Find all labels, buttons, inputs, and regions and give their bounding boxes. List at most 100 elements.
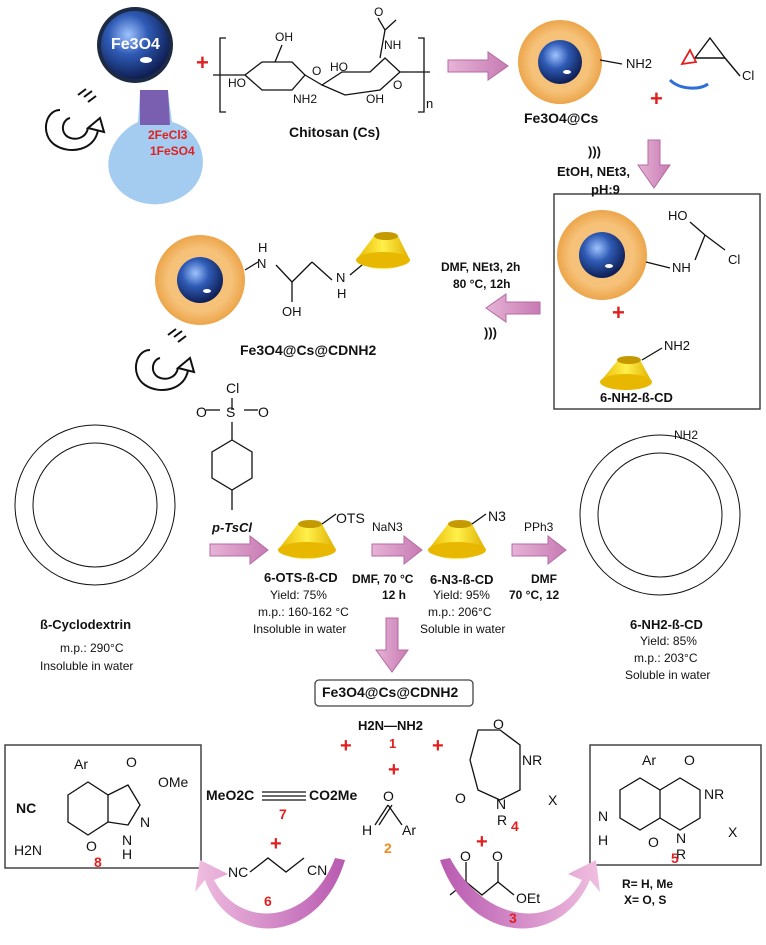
num-5: 5: [671, 850, 679, 866]
p5-r: R: [676, 846, 687, 862]
tscl-cl: Cl: [226, 380, 240, 396]
plus-icon: +: [432, 735, 444, 757]
epichlorohydrin-structure: [693, 36, 741, 77]
flask-label-1: 2FeCl3: [148, 128, 188, 142]
ald-o: O: [383, 788, 394, 804]
chitosan-nh2: NH2: [293, 92, 318, 106]
ald-ar: Ar: [402, 822, 416, 838]
cat-n1: N: [257, 256, 267, 271]
barb-o2: O: [455, 790, 466, 806]
chitosan-structure: [213, 17, 430, 113]
nanoparticle-icon: [557, 210, 647, 300]
keto-oet: OEt: [516, 890, 541, 906]
barb-n: N: [496, 796, 507, 812]
nh2cd-mp: m.p.: 203°C: [634, 651, 698, 665]
legend-r: R= H, Me: [622, 877, 674, 891]
int-ho: HO: [668, 208, 688, 223]
cat-n2: N: [336, 270, 346, 285]
fe3o4-cs-label: Fe3O4@Cs: [524, 110, 599, 126]
nan3-cond1: DMF, 70 °C: [352, 572, 414, 586]
keto-o1: O: [460, 848, 471, 864]
p8-ome: OMe: [158, 774, 189, 790]
fe3o4-label: Fe3O4: [111, 36, 160, 53]
pph3-reagent: PPh3: [524, 520, 554, 534]
nh2-cyclodextrin-structure: [579, 434, 741, 596]
dmad-right: CO2Me: [309, 787, 358, 803]
int-cl: Cl: [728, 252, 741, 267]
n3-yield: Yield: 95%: [433, 588, 490, 602]
pph3-cond2: 70 °C, 12: [509, 588, 560, 602]
ultrasound-1: ))): [588, 144, 601, 159]
num-1: 1: [389, 736, 397, 751]
fe3o4-sphere-icon: [97, 7, 173, 83]
svg-text:+: +: [196, 50, 209, 75]
magnet-icon: [135, 328, 196, 391]
chitosan-n: n: [426, 96, 434, 111]
plus-icon: +: [388, 759, 400, 781]
magnet-icon: [45, 88, 106, 151]
cat-h1: H: [258, 240, 268, 255]
cat-oh: OH: [282, 304, 302, 319]
ots-mp: m.p.: 160-162 °C: [258, 605, 349, 619]
catalyst-label: Fe3O4@Cs@CDNH2: [322, 684, 459, 700]
chitosan-label: Chitosan (Cs): [289, 124, 380, 140]
p5-h: H: [598, 832, 609, 848]
nh2cd-label: 6-NH2-ß-CD: [630, 617, 703, 632]
nh2cd-yield: Yield: 85%: [640, 634, 697, 648]
p8-nc: NC: [16, 800, 37, 816]
p5-n: N: [598, 808, 609, 824]
nan3-cond2: 12 h: [382, 588, 407, 602]
p5-o-ring: O: [648, 834, 659, 850]
product5-box: [589, 744, 762, 866]
bcd-mp: m.p.: 290°C: [60, 641, 124, 655]
p5-n2: N: [676, 830, 687, 846]
dmad-left: MeO2C: [206, 787, 255, 803]
legend-x: X= O, S: [624, 893, 667, 907]
ultrasound-2: ))): [484, 325, 497, 340]
ots-yield: Yield: 75%: [270, 588, 327, 602]
p5-o: O: [684, 752, 695, 768]
flask-label-2: 1FeSO4: [150, 144, 195, 158]
chitosan-ho2: HO: [330, 60, 348, 74]
nan3-reagent: NaN3: [372, 520, 403, 534]
p8-h2n: H2N: [14, 842, 43, 858]
pph3-cond1: DMF: [531, 572, 557, 586]
cond2-line1: DMF, NEt3, 2h: [441, 260, 521, 274]
ots-label: 6-OTS-ß-CD: [264, 570, 338, 585]
cat-h2: H: [337, 286, 347, 301]
p5-ar: Ar: [642, 752, 656, 768]
ald-h: H: [362, 822, 373, 838]
cat-label: Fe3O4@Cs@CDNH2: [240, 342, 377, 358]
cond1-solvent: EtOH, NEt3,: [557, 164, 630, 179]
barb-nr: NR: [522, 752, 543, 768]
p8-o: O: [126, 754, 137, 770]
barb-r: R: [497, 812, 508, 828]
malono-cn: CN: [307, 862, 328, 878]
p8-n: N: [140, 814, 151, 830]
chitosan-o1: O: [312, 64, 322, 78]
product8-box: [4, 744, 202, 869]
ots-sol: Insoluble in water: [253, 622, 347, 636]
p8-ar: Ar: [74, 756, 88, 772]
malono-nc: NC: [228, 864, 249, 880]
tscl-o1: O: [196, 404, 207, 420]
num-7: 7: [279, 806, 287, 822]
p5-nr: NR: [704, 786, 725, 802]
tscl-o2: O: [258, 404, 269, 420]
ots-group: OTS: [336, 510, 365, 526]
cyclodextrin-icon: [278, 520, 336, 559]
plus-icon: +: [340, 735, 352, 757]
nanoparticle-icon: [155, 235, 245, 325]
chitosan-o3: O: [374, 5, 384, 19]
cond2-line2: 80 °C, 12h: [453, 277, 511, 291]
num-4: 4: [511, 818, 519, 834]
nh2-label: NH2: [626, 56, 653, 71]
beta-cyclodextrin-structure: [14, 424, 176, 586]
int-nh2: NH2: [664, 338, 691, 353]
num-6: 6: [264, 893, 272, 909]
cond1-ph: pH:9: [591, 182, 620, 197]
num-8: 8: [94, 854, 102, 870]
barb-x: X: [548, 792, 558, 808]
p5-x: X: [728, 824, 738, 840]
